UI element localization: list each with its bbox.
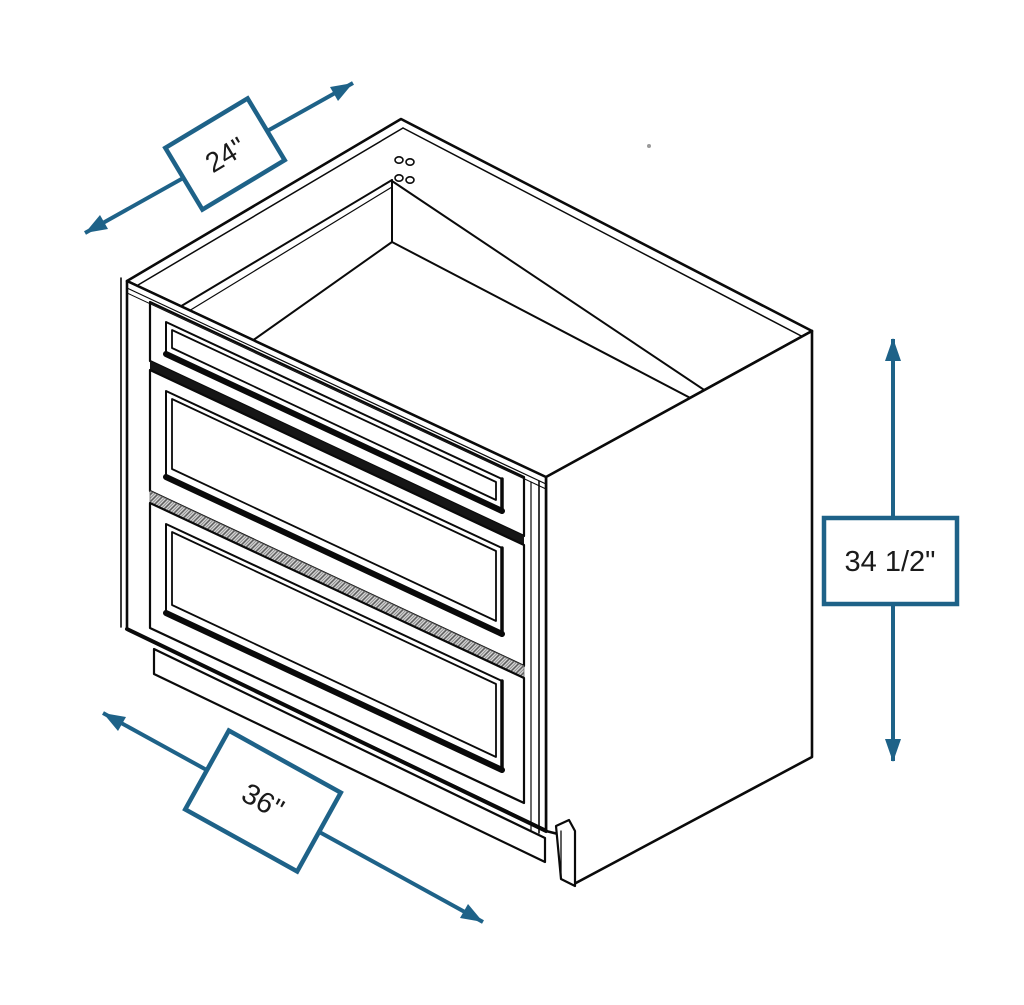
print-speck <box>647 144 651 148</box>
cabinet-front-face <box>120 277 548 836</box>
screw-holes <box>394 156 415 185</box>
dimension-depth-label-group: 24" <box>162 95 288 213</box>
drawer-gap-1 <box>150 361 524 545</box>
dimension-width-label-group: 36" <box>182 727 344 875</box>
toe-kick <box>152 647 577 888</box>
arrowhead-height-top <box>885 338 901 361</box>
dimension-height-box <box>821 515 960 607</box>
dimension-depth: 24" <box>84 81 354 235</box>
dimension-width: 36" <box>102 711 484 924</box>
arrowhead-width-left <box>103 713 126 731</box>
arrowhead-depth-front <box>330 83 353 101</box>
dimension-depth-box <box>162 95 288 213</box>
dimension-height-label: 34 1/2" <box>845 546 936 578</box>
drawer-3-front <box>148 501 526 805</box>
face-top-bevel-1 <box>126 287 547 485</box>
drawer-3-panel-inner <box>171 531 497 758</box>
drawer-3 <box>148 501 526 805</box>
left-wall-inner-edge-2 <box>183 186 393 315</box>
drawer-2-panel-inner <box>171 398 497 622</box>
toe-kick-board <box>152 647 547 864</box>
top-rim-inner-edge-back <box>402 127 808 340</box>
drawer-1-panel-inner <box>171 329 497 501</box>
arrowhead-width-right <box>460 904 483 922</box>
drawer-1-panel-shadow <box>163 351 505 514</box>
dimension-width-box <box>182 727 344 875</box>
left-wall-inner-edge <box>177 179 393 309</box>
back-wall-inner-edge <box>391 180 765 431</box>
arrowhead-height-bottom <box>885 739 901 762</box>
top-rim-inner-edge-left <box>132 127 404 289</box>
toe-kick-return <box>554 818 577 888</box>
face-top-bevel-2 <box>126 292 547 490</box>
cabinet-drawing <box>120 117 814 888</box>
dimension-height: 34 1/2" <box>821 338 960 762</box>
drawer-3-panel-shadow <box>163 610 505 773</box>
drawer-2-panel-shadow <box>163 474 505 637</box>
arrowhead-depth-back <box>85 215 108 233</box>
front-face-bottom-edge <box>125 627 548 833</box>
